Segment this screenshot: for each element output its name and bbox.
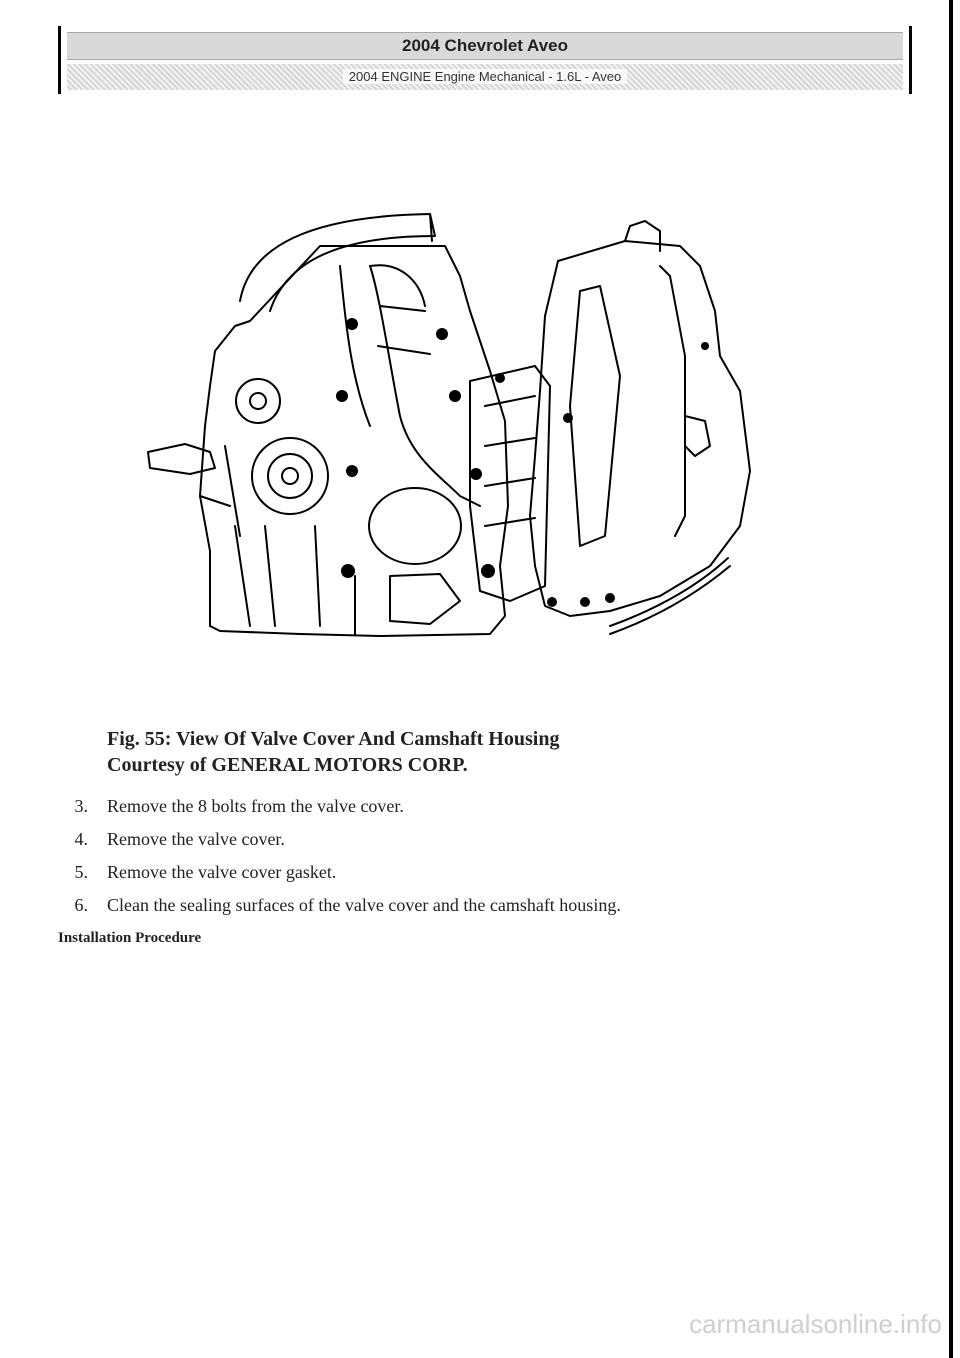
procedure-steps: 3. Remove the 8 bolts from the valve cov…	[64, 790, 784, 922]
step-text: Remove the 8 bolts from the valve cover.	[107, 796, 404, 816]
step-number: 5.	[74, 862, 89, 882]
page-border-rule	[949, 0, 953, 1358]
figure-caption-credit: Courtesy of GENERAL MOTORS CORP.	[107, 754, 468, 776]
step-number: 4.	[74, 829, 89, 849]
step-number: 6.	[74, 895, 89, 915]
header-subtitle: 2004 ENGINE Engine Mechanical - 1.6L - A…	[342, 69, 628, 84]
document-header: 2004 Chevrolet Aveo 2004 ENGINE Engine M…	[58, 26, 912, 94]
figure-caption: Fig. 55: View Of Valve Cover And Camshaf…	[107, 726, 559, 778]
procedure-step: 6. Clean the sealing surfaces of the val…	[64, 889, 784, 922]
procedure-step: 5. Remove the valve cover gasket.	[64, 856, 784, 889]
step-text: Clean the sealing surfaces of the valve …	[107, 895, 621, 915]
watermark: carmanualsonline.info	[689, 1309, 942, 1339]
step-text: Remove the valve cover gasket.	[107, 862, 337, 882]
header-title: 2004 Chevrolet Aveo	[67, 32, 903, 60]
step-text: Remove the valve cover.	[107, 829, 285, 849]
header-subtitle-bar: 2004 ENGINE Engine Mechanical - 1.6L - A…	[67, 64, 903, 90]
step-number: 3.	[74, 796, 89, 816]
engine-diagram	[147, 213, 751, 637]
procedure-step: 3. Remove the 8 bolts from the valve cov…	[64, 790, 784, 823]
figure-caption-title: Fig. 55: View Of Valve Cover And Camshaf…	[107, 728, 560, 750]
section-heading: Installation Procedure	[58, 930, 202, 946]
procedure-step: 4. Remove the valve cover.	[64, 823, 784, 856]
